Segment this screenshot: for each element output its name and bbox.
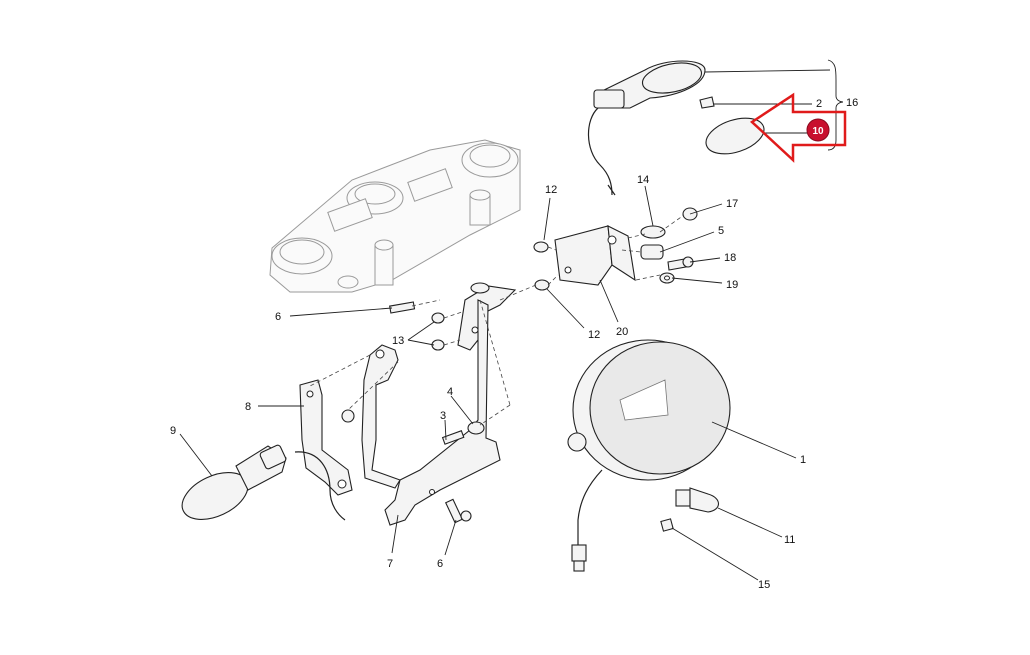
support-frame [361, 282, 517, 526]
highlight-arrow [749, 92, 847, 163]
assembly-lines [309, 214, 685, 426]
washer-4 [467, 421, 485, 435]
callout-labels: 2 16 12 14 17 5 18 19 12 20 6 13 8 9 4 3… [170, 97, 858, 591]
bulb-15 [660, 518, 674, 532]
callout-12-lower: 12 [588, 329, 600, 341]
rubber-5 [640, 244, 664, 260]
callout-5: 5 [718, 225, 724, 237]
indicator-lens [705, 117, 765, 155]
callout-6-lower: 6 [437, 558, 443, 570]
callout-12-upper: 12 [545, 184, 557, 196]
callout-3: 3 [440, 410, 446, 422]
callout-17: 17 [726, 198, 738, 210]
callout-14: 14 [637, 174, 649, 186]
bracket-20 [554, 225, 636, 286]
highlight-badge[interactable]: 10 [806, 118, 830, 142]
bracket-8 [299, 379, 353, 496]
mirror-assembly [587, 60, 706, 196]
callout-20: 20 [616, 326, 628, 338]
callout-13: 13 [392, 335, 404, 347]
bulb-11 [675, 487, 720, 513]
callout-18: 18 [724, 252, 736, 264]
callout-19: 19 [726, 279, 738, 291]
bolt-18 [667, 256, 694, 271]
nut-12-lower [534, 279, 550, 291]
nuts-13 [431, 312, 445, 351]
ring-14 [640, 225, 666, 239]
small-bulb [699, 96, 715, 109]
nut-12-upper [533, 241, 549, 253]
bolt-6-lower [444, 498, 472, 524]
bolt-3 [441, 430, 465, 445]
callout-9: 9 [170, 425, 176, 437]
bolt-6-upper [389, 301, 416, 314]
indicator-9 [181, 409, 355, 521]
badge-label: 10 [812, 126, 824, 137]
callout-7: 7 [387, 558, 393, 570]
headlight [567, 339, 731, 572]
callout-15: 15 [758, 579, 770, 591]
callout-16: 16 [846, 97, 858, 109]
callout-1: 1 [800, 454, 806, 466]
callout-6-upper: 6 [275, 311, 281, 323]
callout-4: 4 [447, 386, 453, 398]
washer-19 [659, 272, 675, 284]
callout-11: 11 [784, 534, 795, 546]
top-yoke [269, 139, 521, 293]
callout-8: 8 [245, 401, 251, 413]
callout-2: 2 [816, 98, 822, 110]
